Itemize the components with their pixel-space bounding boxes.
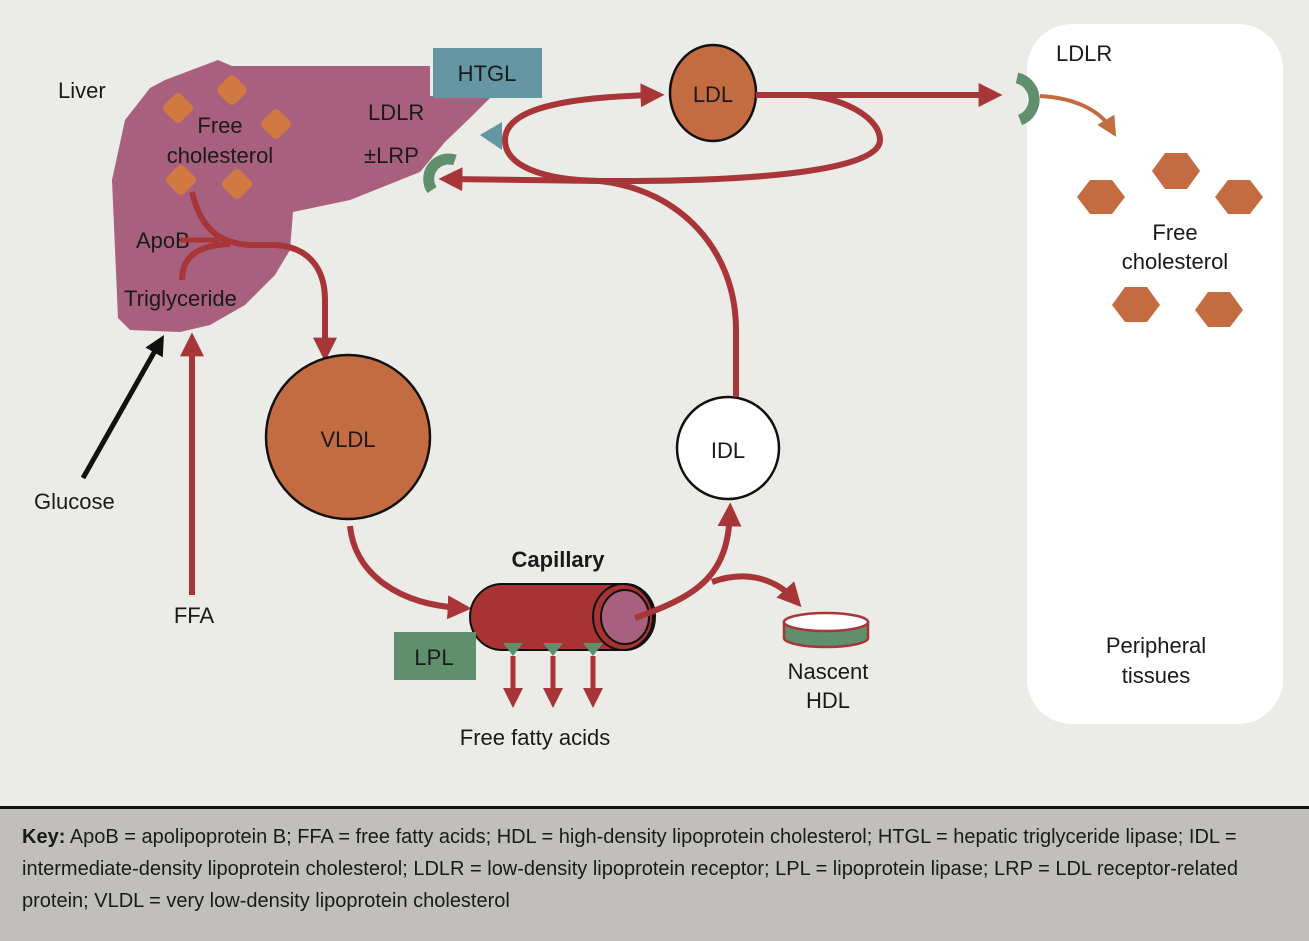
triglyceride-path <box>179 241 231 281</box>
capillary-to-idl-path <box>633 502 742 621</box>
peripheral-ldlr-receptor-icon <box>1015 72 1040 126</box>
free-fatty-acid-arrows <box>503 643 603 708</box>
key-text: ApoB = apolipoprotein B; FFA = free fatt… <box>22 826 1239 912</box>
capillary-to-hdl-path <box>710 573 802 608</box>
hdl-label: HDL <box>806 688 850 713</box>
vldl-label: VLDL <box>320 427 375 452</box>
liver-free-label: Free <box>197 113 242 138</box>
peripheral-ldlr-label: LDLR <box>1056 41 1112 66</box>
liver-label: Liver <box>58 78 106 103</box>
key-title: Key: <box>22 826 66 848</box>
lpl-box <box>394 632 476 680</box>
idl-label: IDL <box>711 438 745 463</box>
liver-cholesterol-particles <box>163 75 291 199</box>
lrp-label: ±LRP <box>364 143 419 168</box>
capillary-label: Capillary <box>512 547 606 572</box>
tissues-label: tissues <box>1122 663 1190 688</box>
idl-to-liver-path <box>438 167 739 397</box>
glucose-arrow <box>80 335 164 480</box>
liver-cholesterol-label: cholesterol <box>167 143 273 168</box>
peripheral-cholesterol-particles <box>1077 153 1263 327</box>
vldl-particle <box>264 353 432 521</box>
vldl-to-capillary-path <box>347 525 472 620</box>
liver-shape <box>112 60 492 332</box>
peripheral-tissues-panel <box>1027 24 1283 724</box>
ldl-label: LDL <box>693 82 733 107</box>
liver-ldlr-receptor-icon <box>423 153 457 194</box>
ldl-return-loop <box>599 92 884 185</box>
free-fatty-acids-label: Free fatty acids <box>460 725 610 750</box>
cholesterol-to-vldl-path <box>189 191 337 362</box>
idl-particle <box>675 395 781 501</box>
nascent-label: Nascent <box>788 659 869 684</box>
ldlr-label: LDLR <box>368 100 424 125</box>
peripheral-cholesterol-label: cholesterol <box>1122 249 1228 274</box>
htgl-label: HTGL <box>458 61 517 86</box>
ldl-loop-path <box>501 83 665 184</box>
lpl-label: LPL <box>414 645 453 670</box>
capillary <box>469 583 656 651</box>
glucose-label: Glucose <box>34 489 115 514</box>
htgl-box <box>433 48 542 98</box>
lipoprotein-metabolism-diagram: Liver Free cholesterol LDLR ±LRP ApoB Tr… <box>34 24 1283 750</box>
receptor-to-cholesterol-arrow <box>1039 94 1117 137</box>
triglyceride-label: Triglyceride <box>124 286 237 311</box>
peripheral-free-label: Free <box>1152 220 1197 245</box>
htgl-enzyme-icon <box>480 122 502 150</box>
nascent-hdl-disc <box>782 611 870 649</box>
peripheral-label: Peripheral <box>1106 633 1206 658</box>
key-legend: Key: ApoB = apolipoprotein B; FFA = free… <box>0 806 1309 941</box>
ffa-label: FFA <box>174 603 215 628</box>
